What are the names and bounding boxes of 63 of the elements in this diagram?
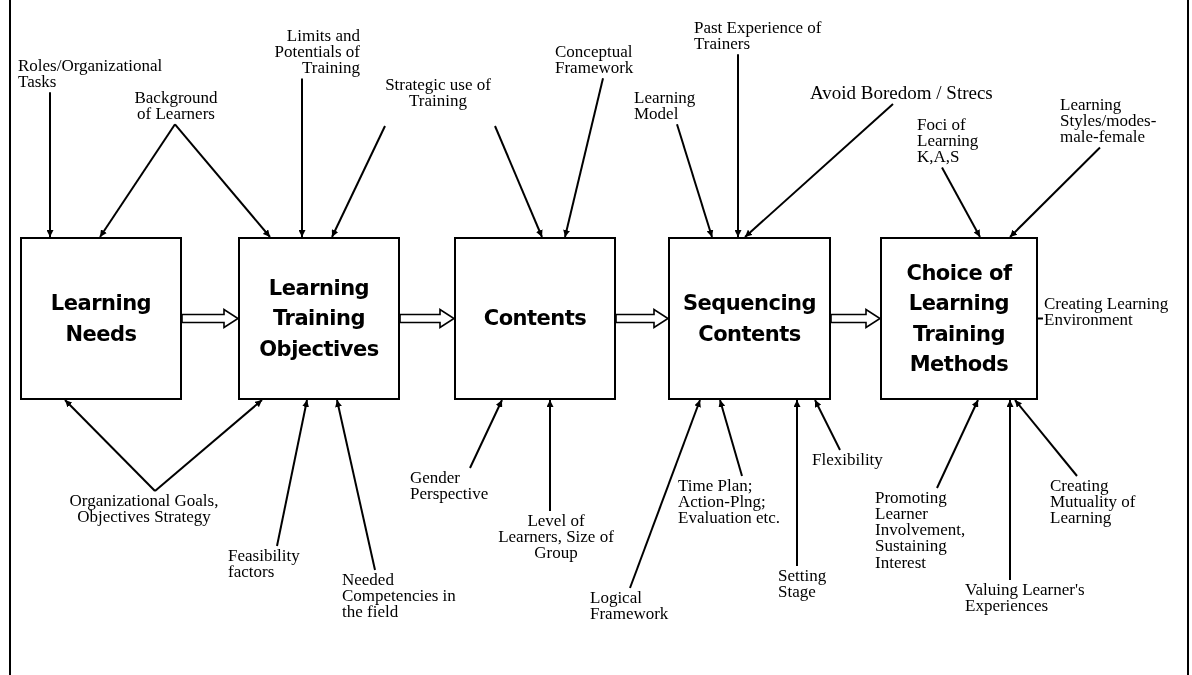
factor-label: Valuing Learner's Experiences <box>965 582 1170 615</box>
arrow <box>546 399 554 512</box>
arrow <box>1009 146 1101 238</box>
arrow <box>64 399 156 492</box>
factor-label: Time Plan; Action-Plng; Evaluation etc. <box>678 478 796 527</box>
factor-label: Level of Learners, Size of Group <box>497 513 615 562</box>
factor-label: Learning Styles/modes-male-female <box>1060 97 1182 146</box>
box-label: Contents <box>483 305 587 333</box>
process-box <box>20 237 182 400</box>
box-label: Learning Training Objectives <box>258 274 380 363</box>
hollow-arrow <box>830 308 882 329</box>
arrow <box>941 166 981 238</box>
arrow <box>563 77 604 238</box>
factor-label: Learning Model <box>634 90 714 123</box>
arrow <box>1006 399 1014 581</box>
factor-label: Organizational Goals, Objectives Strategy <box>64 493 224 526</box>
arrow <box>46 91 54 238</box>
arrow <box>814 399 841 451</box>
factor-label: Feasibility factors <box>228 548 324 581</box>
connector-line <box>1037 317 1044 320</box>
factor-label: Background of Learners <box>130 90 222 123</box>
factor-label: Conceptual Framework <box>555 44 653 77</box>
factor-label: Creating Mutuality of Learning <box>1050 478 1170 527</box>
factor-label: Needed Competencies in the field <box>342 572 462 621</box>
hollow-arrow <box>615 308 670 329</box>
arrow <box>744 103 894 238</box>
arrow <box>99 123 176 238</box>
arrow <box>676 123 714 238</box>
process-box <box>668 237 831 400</box>
hollow-arrow <box>181 308 240 329</box>
factor-label: Avoid Boredom / Strecs <box>810 84 1035 103</box>
arrow <box>494 125 543 238</box>
factor-label: Limits and Potentials of Training <box>268 28 360 77</box>
arrow <box>154 399 263 492</box>
arrow <box>174 123 271 238</box>
arrow <box>936 399 979 489</box>
process-box <box>454 237 616 400</box>
factor-label: Gender Perspective <box>410 470 516 503</box>
arrow <box>718 399 743 477</box>
factor-label: Past Experience of Trainers <box>694 20 834 53</box>
arrow <box>469 399 503 469</box>
factor-label: Promoting Learner Involvement, Sustaining Interest <box>875 490 995 571</box>
factor-label: Strategic use of Training <box>382 77 494 110</box>
box-label: Sequencing Contents <box>681 290 818 348</box>
arrow <box>298 77 306 238</box>
factor-label: Roles/Organizational Tasks <box>18 58 178 91</box>
box-label: Choice of Learning Training Methods <box>905 259 1014 378</box>
arrow <box>276 399 309 547</box>
arrow <box>331 125 386 238</box>
arrow <box>629 399 701 589</box>
hollow-arrow <box>399 308 456 329</box>
factor-label: Flexibility <box>812 452 908 469</box>
factor-label: Creating Learning Environment <box>1044 296 1184 329</box>
arrow <box>335 399 376 571</box>
process-box <box>238 237 400 400</box>
box-label: Learning Needs <box>49 290 153 348</box>
arrow <box>1014 399 1078 477</box>
arrow <box>793 399 801 567</box>
arrow <box>734 53 742 238</box>
factor-label: Foci of Learning K,A,S <box>917 117 1019 166</box>
factor-label: Logical Framework <box>590 590 696 623</box>
factor-label: Setting Stage <box>778 568 844 601</box>
process-box <box>880 237 1038 400</box>
